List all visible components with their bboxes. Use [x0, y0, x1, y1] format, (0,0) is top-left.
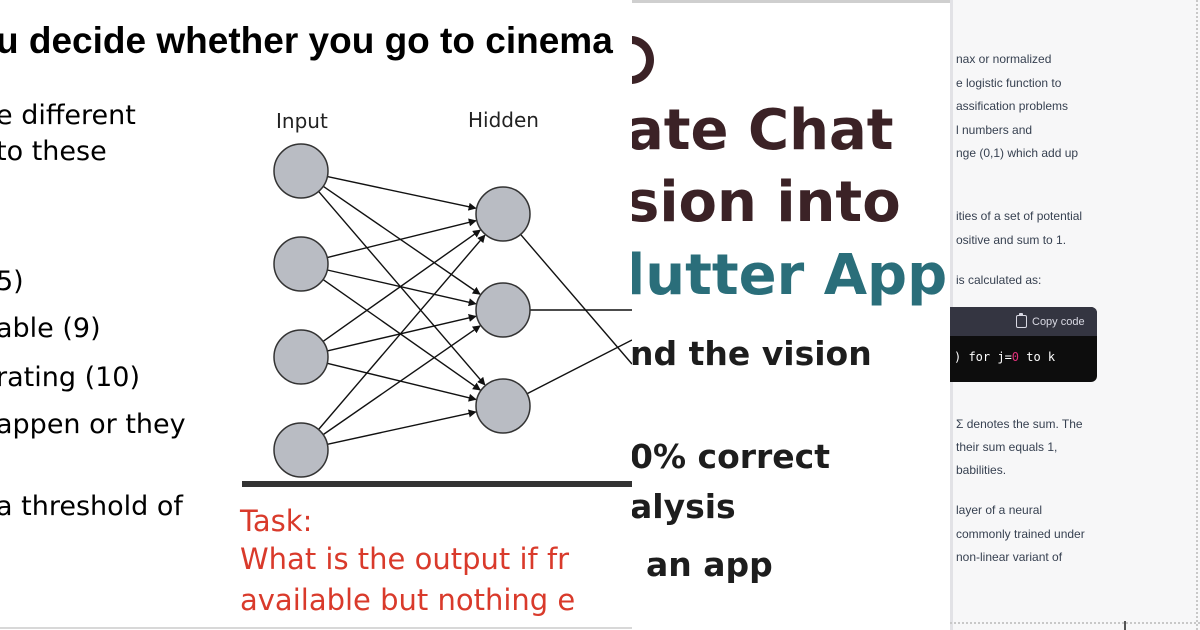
video-thumbnail-panel: ate Chat sion into lutter App nd the vis…	[632, 0, 950, 630]
article-text-line: ities of a set of potential	[956, 209, 1083, 223]
code-number-token: 0	[1011, 350, 1020, 364]
connection-arrow	[327, 175, 477, 211]
slide-title: u decide whether you go to cinema	[0, 20, 613, 61]
task-heading: Task:	[240, 504, 313, 538]
copy-code-button[interactable]: Copy code	[1016, 313, 1085, 330]
article-text-line: non-linear variant of	[956, 550, 1063, 564]
connection-arrow	[327, 362, 477, 402]
slide-panel: u decide whether you go to cinema e diff…	[0, 20, 632, 629]
input-node	[273, 236, 329, 292]
task-line: What is the output if fr	[240, 542, 570, 576]
hidden-node	[475, 282, 531, 338]
output-connection-line	[520, 234, 632, 365]
clipboard-icon	[1016, 313, 1027, 328]
article-text-line: is calculated as:	[956, 273, 1042, 287]
hidden-node	[475, 186, 531, 242]
article-text-line: e logistic function to	[956, 76, 1062, 90]
input-node	[273, 422, 329, 478]
connection-arrow	[327, 218, 477, 259]
article-text-line: their sum equals 1,	[956, 440, 1058, 454]
thumbnail-headline-line: sion into	[632, 170, 901, 235]
connection-arrow	[322, 325, 481, 436]
input-layer-label: Input	[276, 109, 328, 133]
panel-bottom-border	[950, 622, 1200, 624]
slide-divider	[242, 481, 632, 487]
slide-body-line: e different	[0, 100, 136, 131]
article-text-line: nax or normalized	[956, 52, 1052, 66]
connection-arrow	[327, 269, 477, 307]
code-block: Copy code ) for j=0 to k	[950, 307, 1097, 382]
slide-body-line: able (9)	[0, 313, 101, 344]
slide-body-line: appen or they	[0, 409, 186, 440]
thumbnail-subline: 0% correct	[632, 437, 831, 476]
code-line: ) for j=0 to k	[954, 350, 1055, 364]
article-text-line: layer of a neural	[956, 503, 1043, 517]
thumbnail-headline-line: lutter App	[632, 243, 948, 308]
connection-arrow	[322, 278, 481, 391]
hidden-node	[475, 378, 531, 434]
connection-arrow	[322, 185, 481, 295]
article-text-line: ositive and sum to 1.	[956, 233, 1067, 247]
connection-arrow	[322, 229, 481, 342]
slide-body-line: rating (10)	[0, 362, 140, 393]
task-line: available but nothing e	[240, 583, 576, 617]
slide-body-line: a threshold of	[0, 491, 183, 522]
thumbnail-top-border	[632, 0, 950, 3]
network-nodes	[273, 143, 531, 478]
hidden-layer-label: Hidden	[468, 108, 539, 132]
cropped-letter-shape	[632, 36, 654, 84]
connection-arrow	[318, 234, 486, 430]
output-connection-line	[526, 339, 632, 395]
code-block-header: Copy code	[950, 307, 1097, 336]
panel-right-border	[1196, 0, 1198, 630]
connection-edges	[318, 175, 632, 445]
article-text-line: babilities.	[956, 463, 1007, 477]
slide-body-line: to these	[0, 136, 107, 167]
code-token: to k	[1019, 350, 1056, 364]
article-text-line: nge (0,1) which add up	[956, 146, 1079, 160]
article-text-line: commonly trained under	[956, 527, 1085, 541]
chat-article-panel: nax or normalized e logistic function to…	[950, 0, 1200, 630]
code-token: ) for j=	[954, 350, 1012, 364]
thumbnail-subline: nd the vision	[632, 334, 872, 373]
article-text-line: l numbers and	[956, 123, 1033, 137]
connection-arrow	[327, 409, 477, 445]
copy-code-label: Copy code	[1032, 315, 1085, 328]
neural-network-diagram: Input Hidden	[273, 108, 632, 478]
slide-bottom-rule	[0, 627, 632, 629]
thumbnail-subline: alysis	[632, 487, 736, 526]
input-node	[273, 329, 329, 385]
cursor-tick	[1124, 621, 1126, 630]
article-text-line: Σ denotes the sum. The	[956, 417, 1083, 431]
input-node	[273, 143, 329, 199]
slide-body-line: 5)	[0, 266, 24, 297]
thumbnail-headline-line: ate Chat	[632, 98, 894, 163]
article-text-line: assification problems	[956, 99, 1069, 113]
thumbnail-subline: an app	[646, 545, 773, 584]
connection-arrow	[318, 191, 486, 386]
